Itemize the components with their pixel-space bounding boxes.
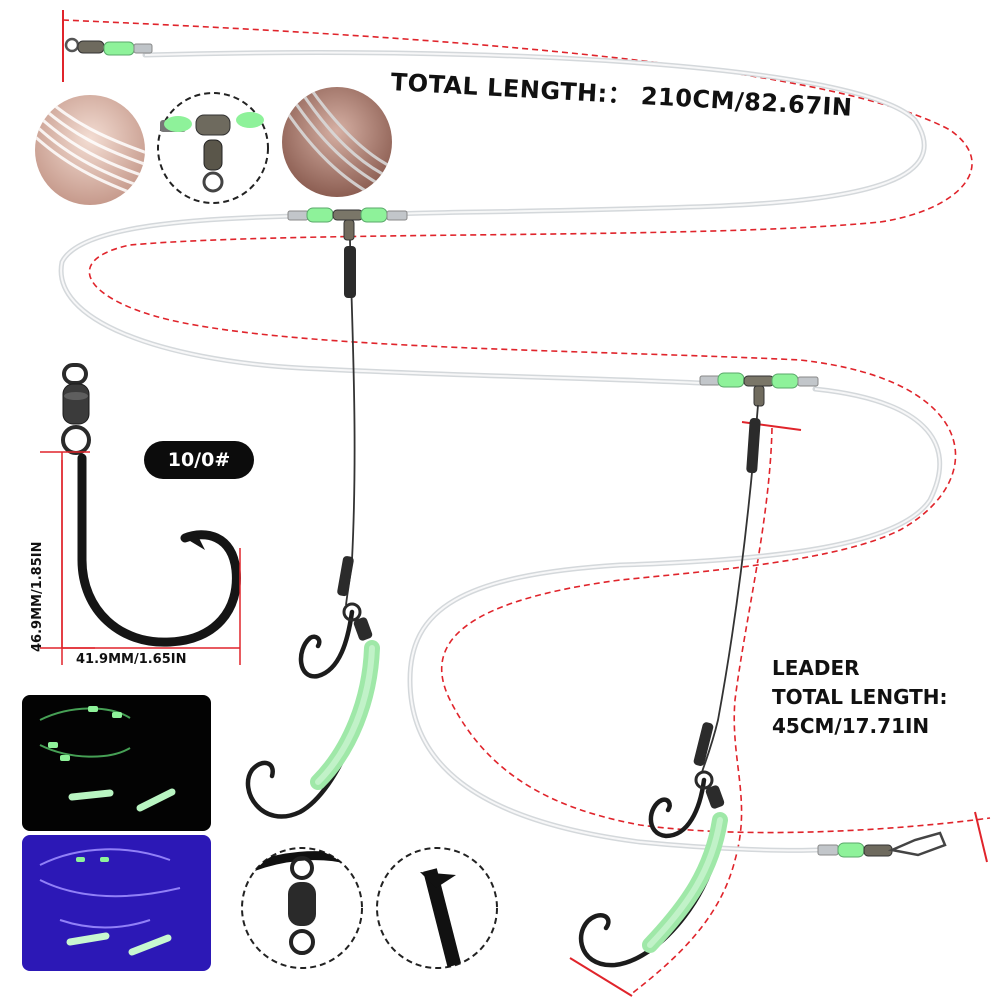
- three-way-swivel-icon: [699, 372, 819, 407]
- glow-tube: [642, 812, 728, 953]
- swivel-icon: [64, 37, 153, 56]
- snap-clip-icon: [817, 831, 947, 858]
- swivel-icon: [694, 770, 725, 809]
- length-guide-leader: [629, 427, 773, 996]
- leader-label-line-2: TOTAL LENGTH:: [772, 685, 948, 709]
- detail-photo-wire: [282, 87, 392, 197]
- hook-height-label: 46.9MM/1.85IN: [30, 541, 45, 653]
- leader-label-line-3: 45CM/17.71IN: [772, 714, 930, 738]
- detail-photo-hook-point: [376, 847, 498, 969]
- glow-dark-photo: [22, 695, 211, 831]
- hook-width-label: 41.9MM/1.65IN: [76, 652, 187, 667]
- circle-hook-icon: [61, 363, 241, 647]
- detail-photo-swivel: [157, 92, 269, 204]
- glow-tube: [310, 640, 380, 790]
- detail-photo-line: [35, 95, 145, 205]
- leader-label-line-1: LEADER: [772, 656, 860, 680]
- line-highlight: [60, 51, 941, 852]
- glow-uv-photo: [22, 835, 211, 971]
- leader-line-2: [693, 404, 761, 773]
- length-guide-main: [62, 19, 991, 834]
- swivel-icon: [342, 602, 373, 641]
- leader-line-1: [337, 239, 356, 606]
- hook-dimension-lines: [40, 451, 241, 665]
- three-way-swivel-icon: [287, 207, 408, 241]
- detail-photo-ball-swivel: [241, 847, 363, 969]
- hook-size-badge: 10/0#: [144, 441, 254, 479]
- leader-length-label: LEADER TOTAL LENGTH: 45CM/17.71IN: [772, 654, 948, 741]
